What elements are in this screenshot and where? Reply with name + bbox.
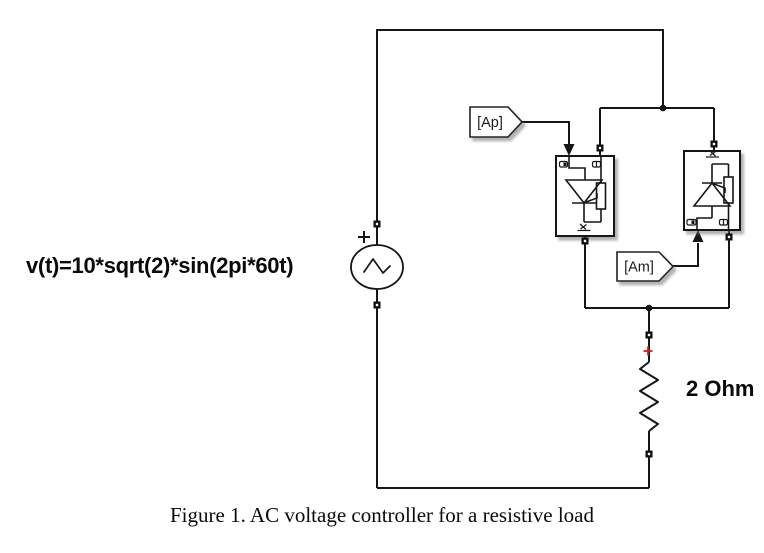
port-label-glyph xyxy=(558,160,569,168)
source-circle xyxy=(350,244,404,290)
thyristor-block-reverse xyxy=(683,150,741,231)
load-polarity-plus-icon xyxy=(643,346,653,356)
port-square xyxy=(596,144,604,152)
snubber-resistor-icon xyxy=(712,163,734,230)
arrow-up-icon xyxy=(692,230,704,242)
from-tag-ap-label: [Ap] xyxy=(477,115,503,131)
port-square xyxy=(645,450,653,458)
load-resistor xyxy=(639,346,659,432)
thyristor-block-forward xyxy=(555,155,615,237)
wiring xyxy=(376,29,730,489)
from-tag-shape xyxy=(469,106,524,138)
junction-dot xyxy=(659,104,667,112)
from-tag-ap: [Ap] xyxy=(469,106,575,156)
source-equation-label: v(t)=10*sqrt(2)*sin(2pi*60t) xyxy=(26,253,294,278)
from-tag-am: [Am] xyxy=(616,230,704,282)
port-label-glyph xyxy=(563,162,567,166)
cathode-label-glyph xyxy=(577,223,591,232)
wire-gate-ap xyxy=(522,121,570,146)
from-tag-am-label: [Am] xyxy=(624,260,654,276)
connection-ports xyxy=(373,140,733,458)
cathode-label-glyph xyxy=(706,150,719,158)
port-square xyxy=(373,220,381,228)
port-square xyxy=(645,331,653,339)
arrow-down-icon xyxy=(563,144,575,156)
port-label-glyph xyxy=(686,218,697,226)
port-square xyxy=(725,233,733,241)
port-label-glyph xyxy=(691,220,695,224)
wire-top-loop xyxy=(376,29,664,245)
from-tag-shape xyxy=(616,251,675,282)
thyristor-symbol-icon xyxy=(692,164,732,230)
source-plus-icon xyxy=(358,231,370,243)
sine-wave-icon xyxy=(363,258,391,274)
resistor-zigzag-icon xyxy=(639,361,659,432)
ac-voltage-source xyxy=(350,231,404,290)
wire-gate-am xyxy=(673,243,699,267)
port-square xyxy=(581,237,589,245)
junction-dot xyxy=(645,304,653,312)
port-square xyxy=(373,301,381,309)
load-value-label: 2 Ohm xyxy=(686,376,755,401)
port-square xyxy=(710,140,718,148)
figure-caption: Figure 1. AC voltage controller for a re… xyxy=(170,503,594,527)
snubber-resistor-icon xyxy=(584,156,607,223)
